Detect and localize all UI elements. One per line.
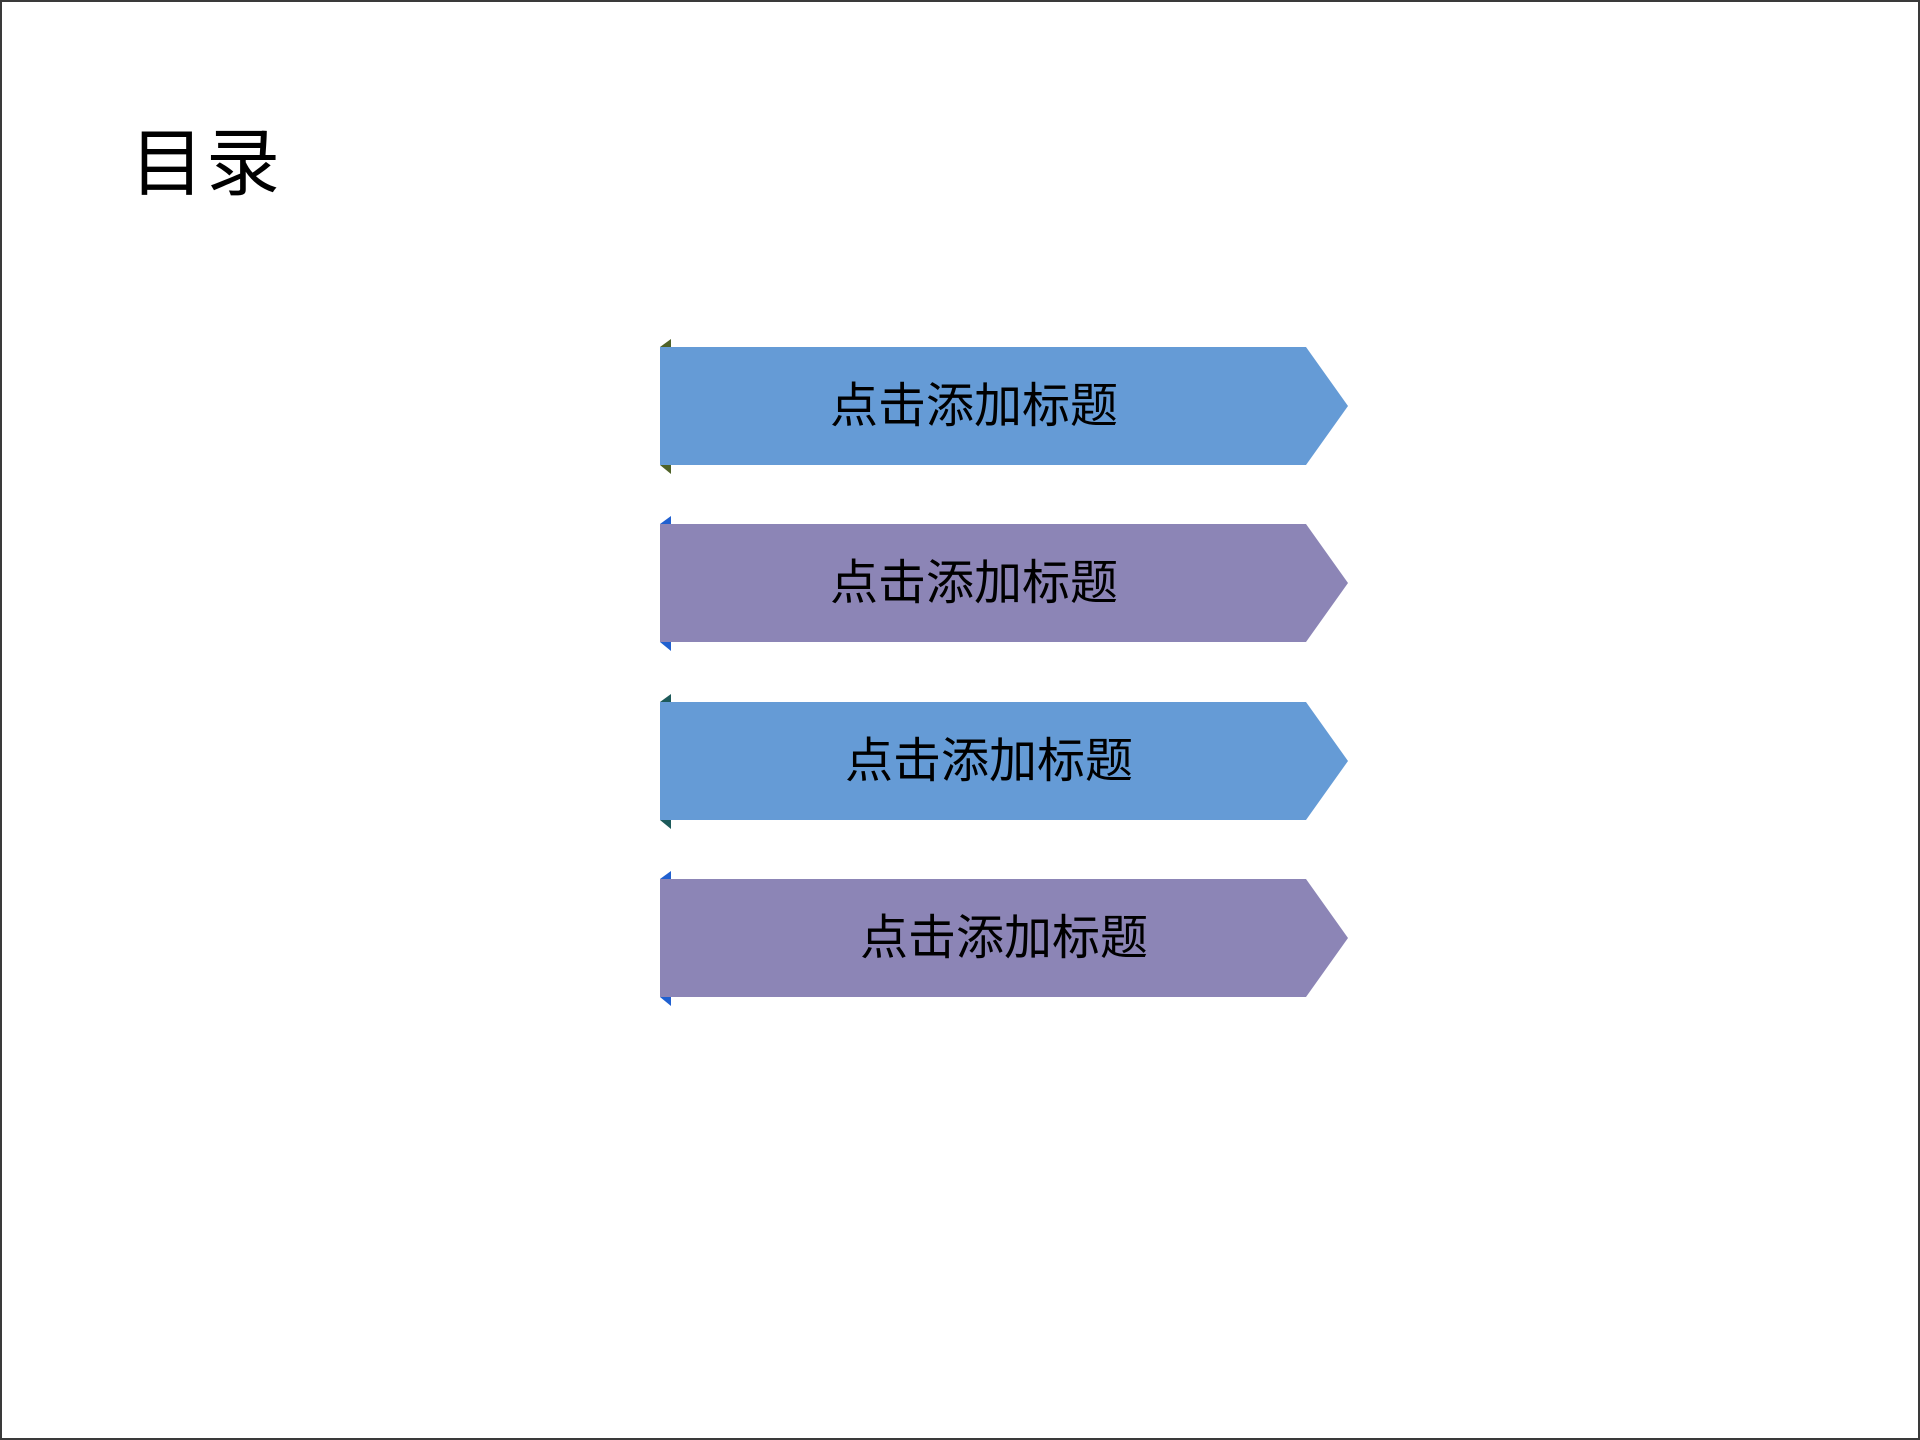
- toc-item-label: 点击添加标题: [860, 910, 1149, 966]
- toc-item-label: 点击添加标题: [830, 555, 1119, 611]
- toc-item-2[interactable]: 点击添加标题: [660, 516, 1350, 652]
- arrow-banner-shape: [660, 339, 1348, 474]
- toc-item-4[interactable]: 点击添加标题: [660, 871, 1350, 1007]
- arrow-banner-shape: [660, 516, 1348, 651]
- arrow-banner-shape: [660, 694, 1348, 829]
- slide-title: 目录: [130, 121, 282, 207]
- toc-item-1[interactable]: 点击添加标题: [660, 339, 1350, 475]
- toc-item-label: 点击添加标题: [830, 378, 1119, 434]
- toc-item-label: 点击添加标题: [845, 733, 1134, 789]
- toc-item-3[interactable]: 点击添加标题: [660, 694, 1350, 830]
- arrow-banner-shape: [660, 871, 1348, 1006]
